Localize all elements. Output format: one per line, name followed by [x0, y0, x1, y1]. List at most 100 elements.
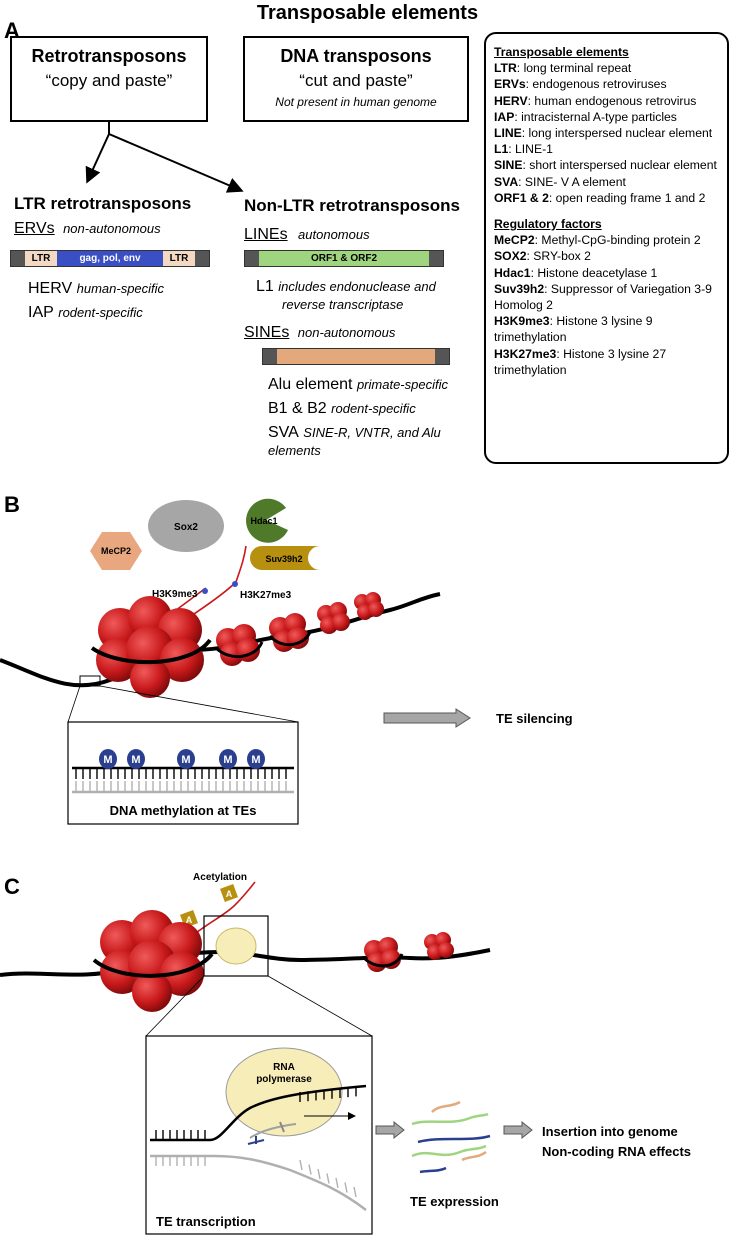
- svg-text:M: M: [251, 754, 260, 766]
- zoom-region: [79, 675, 101, 687]
- nucleosome-small: [354, 592, 384, 620]
- nucleosome-large: [92, 910, 214, 1012]
- legend-row: SOX2: SRY-box 2: [494, 249, 591, 264]
- herv-name: HERV: [28, 280, 73, 297]
- zoom-line: [267, 975, 373, 1037]
- svg-text:M: M: [103, 754, 112, 766]
- bar-end-left: [263, 349, 277, 364]
- rung-bottom: [344, 1182, 348, 1193]
- bar-end-left: [245, 251, 259, 266]
- sva-name: SVA: [268, 424, 299, 441]
- rung-bottom: [335, 1177, 339, 1189]
- legend-row: IAP: intracisternal A-type particles: [494, 109, 677, 124]
- rnap-label-2: polymerase: [256, 1074, 312, 1085]
- arrow-to-nonltr: [108, 133, 244, 193]
- suv39h2-protein: [250, 546, 320, 570]
- ltr-right-segment: LTR: [163, 251, 195, 266]
- sox2-label: Sox2: [174, 522, 198, 533]
- legend-rf-heading: Regulatory factors: [494, 217, 602, 232]
- orf-segment: ORF1 & ORF2: [259, 251, 429, 266]
- erv-structure-bar: LTR gag, pol, env LTR: [10, 250, 210, 267]
- nucleosome-small: [317, 602, 350, 634]
- legend-row: H3K27me3: Histone 3 lysine 27 trimethyla…: [494, 346, 667, 377]
- classification-arrows: [85, 122, 244, 193]
- herv-note: human-specific: [76, 281, 165, 296]
- h3k9me3-mark: [202, 588, 208, 594]
- rna-base: [247, 1139, 265, 1145]
- h3k9me3-label: H3K9me3: [152, 589, 198, 600]
- rnap-label-1: RNA: [273, 1062, 295, 1073]
- ervs-label: ERVs: [14, 220, 55, 237]
- l1-name: L1: [256, 278, 274, 295]
- expression-arrow: [375, 1120, 405, 1140]
- te-expression-label: TE expression: [410, 1194, 499, 1209]
- svg-text:M: M: [131, 754, 140, 766]
- legend-row: SINE: short interspersed nuclear element: [494, 158, 717, 173]
- legend-row: SVA: SINE- V A element: [494, 174, 626, 189]
- template-strand: [150, 1084, 367, 1142]
- rna-base: [279, 1121, 285, 1133]
- bar-end-right: [435, 349, 449, 364]
- legend-row: Suv39h2: Suppressor of Variegation 3-9 H…: [494, 281, 712, 313]
- retrotransposons-subtitle: “copy and paste”: [45, 71, 173, 90]
- rung-bottom: [317, 1168, 321, 1180]
- sine-body-segment: [277, 349, 435, 364]
- sox2-protein: [148, 500, 224, 552]
- methyl-marks: M M M M M: [99, 749, 265, 769]
- gag-pol-env-segment: gag, pol, env: [57, 251, 163, 266]
- nonltr-heading: Non-LTR retrotransposons: [244, 196, 460, 215]
- histone-tail: [187, 545, 247, 619]
- figure-title: Transposable elements: [256, 2, 479, 24]
- outcome-ncrna: Non-coding RNA effects: [542, 1144, 691, 1159]
- zoom-line: [99, 685, 299, 723]
- suv39h2-label: Suv39h2: [265, 554, 302, 564]
- base-pair-rungs: [155, 1086, 357, 1198]
- panel-c-diagram: Acetylation A A RNA polymerase TE transc…: [0, 872, 691, 1235]
- legend-row: H3K9me3: Histone 3 lysine 9 trimethylati…: [494, 314, 653, 345]
- hdac1-label: Hdac1: [250, 516, 277, 526]
- hdac1-protein: [246, 498, 288, 543]
- sine-structure-bar: [262, 348, 450, 365]
- iap-note: rodent-specific: [58, 305, 143, 320]
- zoom-region: [203, 915, 269, 977]
- svg-text:M: M: [223, 754, 232, 766]
- zoom-line: [145, 975, 205, 1037]
- abbreviation-legend: Transposable elements LTR: long terminal…: [484, 32, 729, 464]
- rung-bottom: [353, 1186, 357, 1198]
- ltr-left-segment: LTR: [25, 251, 57, 266]
- legend-row: ORF1 & 2: open reading frame 1 and 2: [494, 190, 706, 205]
- legend-row: LTR: long terminal repeat: [494, 61, 632, 76]
- b1b2-note: rodent-specific: [331, 401, 416, 416]
- te-silencing-label: TE silencing: [496, 711, 573, 726]
- legend-row: L1: LINE-1: [494, 142, 553, 157]
- retrotransposons-heading: Retrotransposons: [31, 46, 187, 66]
- outcome-insertion: Insertion into genome: [542, 1124, 678, 1139]
- panel-label-b: B: [4, 492, 20, 517]
- base-pair-rungs: [75, 769, 287, 791]
- lines-note: autonomous: [298, 227, 370, 242]
- nucleosome-medium: [214, 624, 264, 666]
- rna-polymerase-small: [215, 927, 257, 965]
- methylation-label: DNA methylation at TEs: [110, 803, 257, 818]
- legend-row: MeCP2: Methyl-CpG-binding protein 2: [494, 233, 701, 248]
- h3k27me3-mark: [232, 581, 238, 587]
- retrotransposons-box: Retrotransposons “copy and paste”: [10, 36, 208, 122]
- sines-label: SINEs: [244, 324, 290, 341]
- sva-note-2: elements: [268, 443, 321, 458]
- ltr-heading: LTR retrotransposons: [14, 194, 192, 213]
- te-transcription-label: TE transcription: [156, 1214, 256, 1229]
- bar-end-left: [11, 251, 25, 266]
- nucleosome-medium: [268, 613, 312, 652]
- mecp2-label: MeCP2: [101, 546, 131, 556]
- dna-transposons-subtitle: “cut and paste”: [299, 71, 413, 90]
- outcome-arrow: [503, 1120, 533, 1140]
- bar-end-right: [429, 251, 443, 266]
- methylation-inset: [67, 721, 299, 825]
- rna-polymerase: [225, 1047, 343, 1137]
- svg-text:M: M: [181, 754, 190, 766]
- legend-row: Hdac1: Histone deacetylase 1: [494, 265, 658, 280]
- rung-bottom: [326, 1173, 330, 1184]
- nucleosome-medium: [362, 937, 404, 972]
- rung-bottom: [308, 1164, 312, 1175]
- legend-row: LINE: long interspersed nuclear element: [494, 126, 713, 141]
